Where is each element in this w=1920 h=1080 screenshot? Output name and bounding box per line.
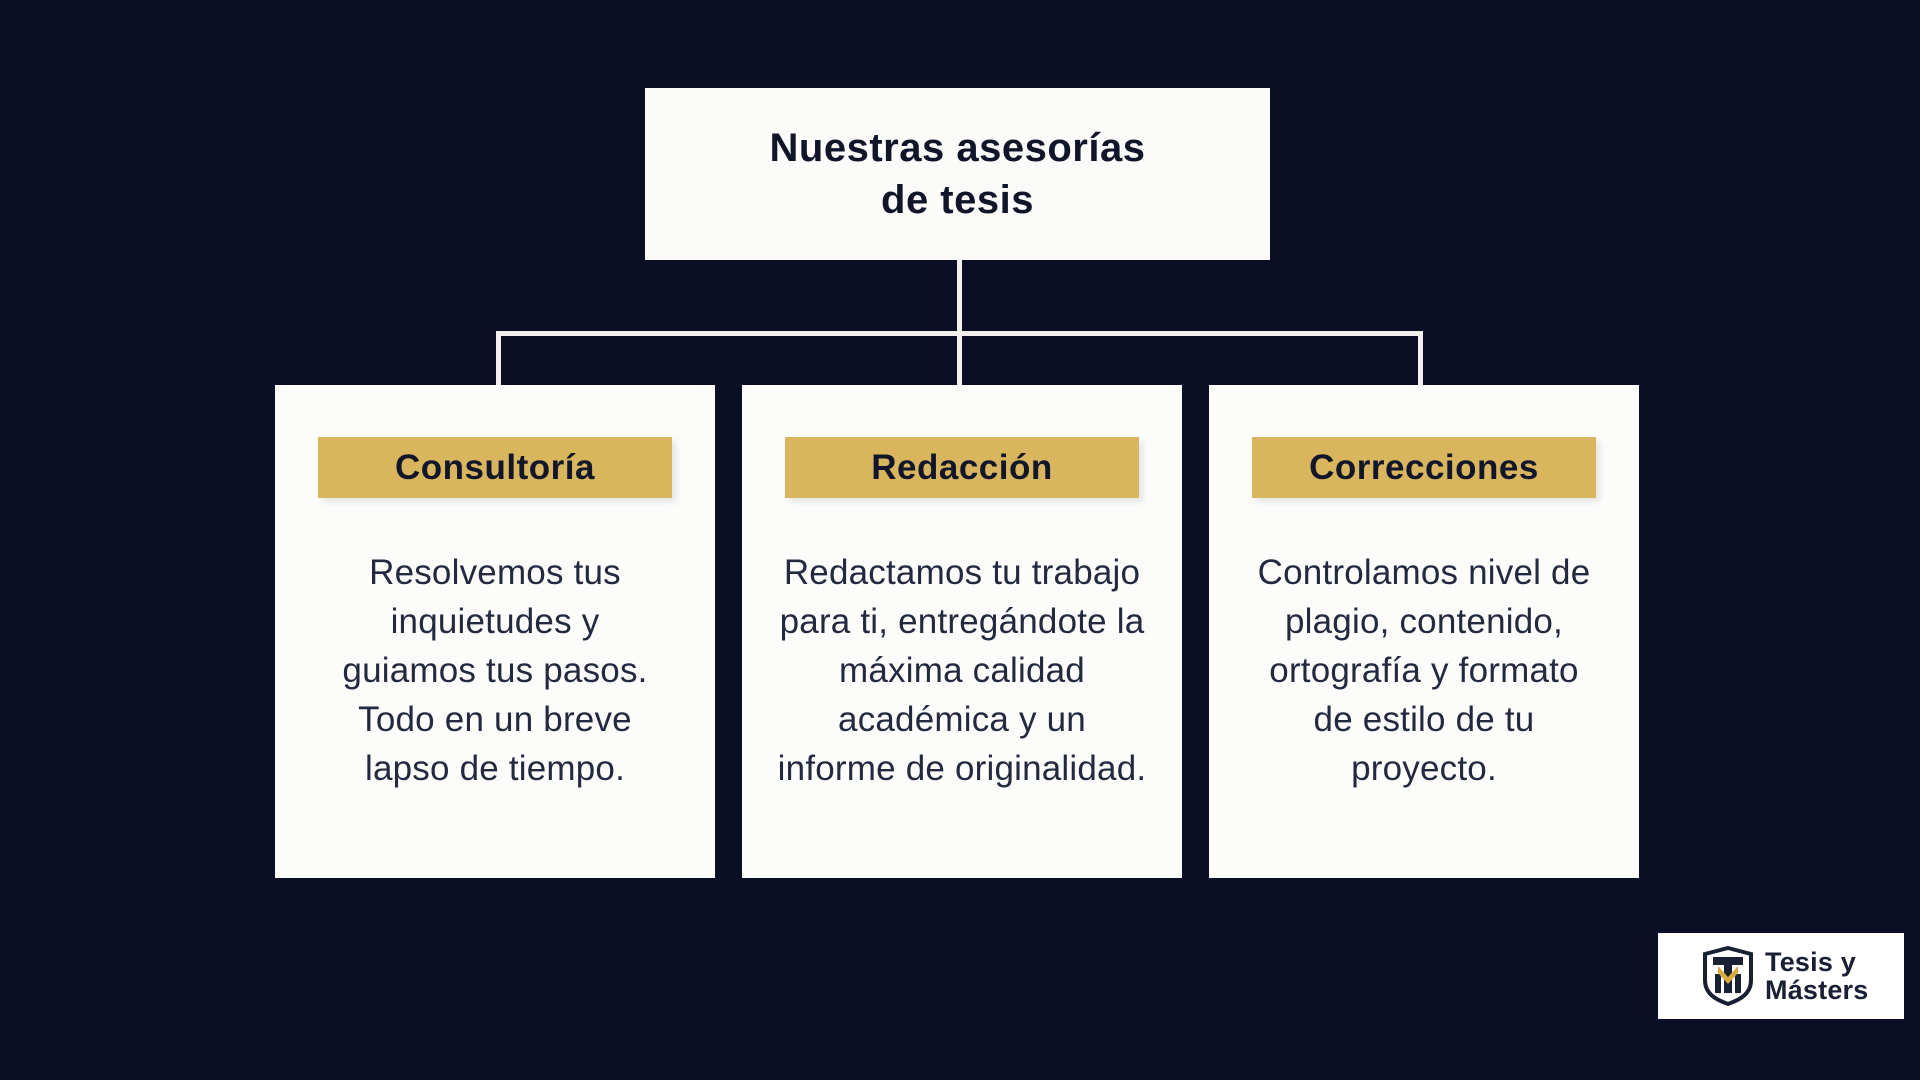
body-line: guiamos tus pasos.	[342, 651, 648, 690]
body-line: Redactamos tu trabajo	[783, 553, 1141, 592]
card-redaccion-body: Redactamos tu trabajo para ti, entregánd…	[742, 548, 1182, 793]
body-line: inquietudes y	[390, 602, 600, 641]
connector-drop-left	[496, 331, 501, 387]
card-consultoria: Consultoría Resolvemos tus inquietudes y…	[275, 385, 715, 878]
body-line: proyecto.	[1351, 749, 1497, 788]
title-line-2: de tesis	[881, 178, 1034, 222]
card-correcciones-header: Correcciones	[1252, 437, 1596, 498]
card-redaccion: Redacción Redactamos tu trabajo para ti,…	[742, 385, 1182, 878]
body-line: Controlamos nivel de	[1257, 553, 1591, 592]
logo-text-line-1: Tesis y	[1765, 947, 1856, 977]
body-line: Resolvemos tus	[369, 553, 621, 592]
body-line: máxima calidad	[839, 651, 1085, 690]
logo-text-line-2: Másters	[1765, 975, 1869, 1005]
body-line: para ti, entregándote la	[779, 602, 1145, 641]
title-line-1: Nuestras asesorías	[769, 126, 1146, 170]
card-correcciones-body: Controlamos nivel de plagio, contenido, …	[1209, 548, 1639, 793]
body-line: Todo en un breve	[358, 700, 632, 739]
tesis-y-masters-logo: Tesis y Másters	[1658, 933, 1904, 1019]
connector-trunk-line	[957, 259, 962, 335]
body-line: ortografía y formato	[1269, 651, 1579, 690]
title-box: Nuestras asesorías de tesis	[645, 88, 1270, 260]
card-consultoria-header: Consultoría	[318, 437, 672, 498]
card-consultoria-body: Resolvemos tus inquietudes y guiamos tus…	[275, 548, 715, 793]
body-line: académica y un	[838, 700, 1086, 739]
logo-wordmark: Tesis y Másters	[1765, 948, 1868, 1004]
body-line: de estilo de tu	[1313, 700, 1535, 739]
connector-drop-right	[1418, 331, 1423, 387]
connector-drop-middle	[957, 331, 962, 387]
card-redaccion-header: Redacción	[785, 437, 1139, 498]
body-line: informe de originalidad.	[777, 749, 1147, 788]
shield-monogram-icon	[1703, 946, 1753, 1006]
body-line: plagio, contenido,	[1285, 602, 1563, 641]
card-correcciones: Correcciones Controlamos nivel de plagio…	[1209, 385, 1639, 878]
body-line: lapso de tiempo.	[364, 749, 626, 788]
